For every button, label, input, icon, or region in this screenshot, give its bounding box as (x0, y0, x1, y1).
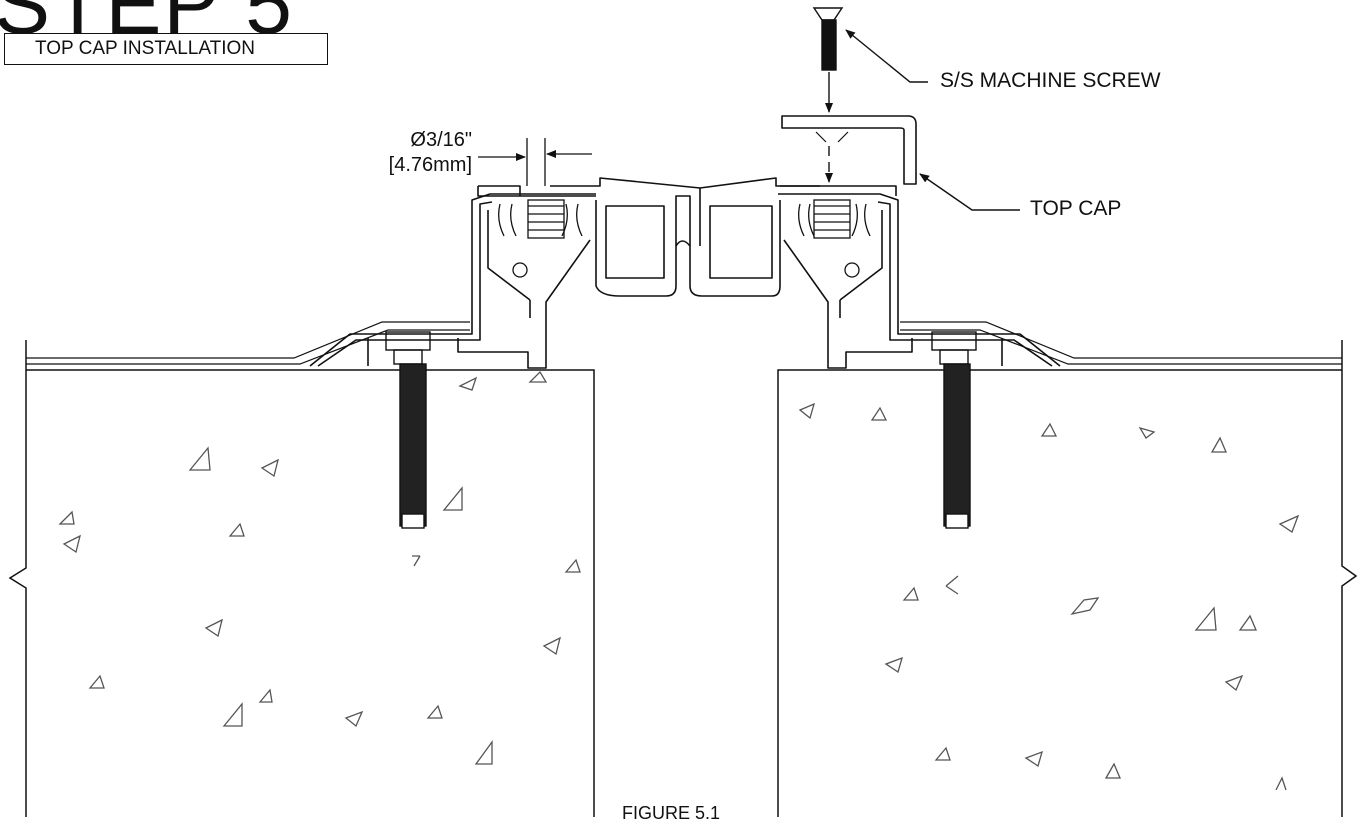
step-title: STEP 5 (0, 0, 294, 51)
top-cap-callout-label: TOP CAP (1030, 197, 1122, 220)
leader-lines (845, 29, 1020, 211)
center-seal (595, 177, 820, 297)
left-anchor-bolt (385, 331, 431, 529)
right-anchor-bolt (931, 331, 977, 529)
left-gland-extrusion (309, 177, 701, 369)
dimension-imperial: Ø3/16" (410, 129, 472, 151)
deck-membrane (26, 321, 1342, 365)
dimension-label: Ø3/16" [4.76mm] (360, 128, 472, 178)
right-screw-seat (798, 199, 871, 278)
right-gland-extrusion (778, 185, 1061, 369)
machine-screw (812, 7, 844, 71)
concrete-aggregate (58, 370, 1300, 791)
figure-label: FIGURE 5.1 (622, 803, 721, 823)
left-screw-seat (498, 199, 583, 278)
screw-callout-label: S/S MACHINE SCREW (940, 69, 1161, 92)
left-concrete-slab (8, 340, 595, 817)
top-cap (781, 115, 917, 185)
hole-dimension (478, 138, 592, 186)
step-subtitle-box: TOP CAP INSTALLATION (4, 33, 328, 65)
right-concrete-slab (777, 340, 1358, 817)
dimension-metric: [4.76mm] (388, 154, 472, 176)
